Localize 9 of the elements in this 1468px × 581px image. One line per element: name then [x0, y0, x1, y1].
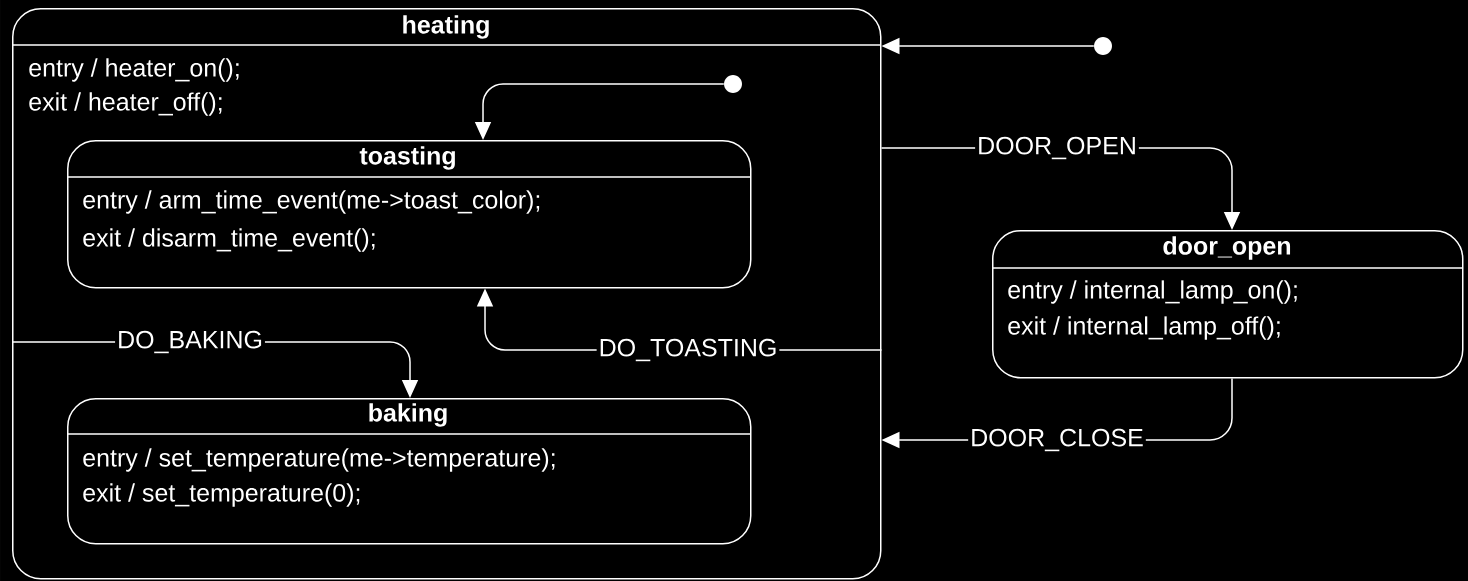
edge-label: DO_BAKING — [115, 328, 265, 356]
initial-dot — [1094, 37, 1112, 55]
initial-dot — [724, 75, 742, 93]
state-box: toasting entry / arm_time_event(me->toast_color); exit / disarm_time_event(); — [66, 140, 752, 289]
state-box: baking entry / set_temperature(me->temperature); exit / set_temperature(0); — [66, 398, 752, 545]
edge-label: DO_TOASTING — [596, 336, 780, 364]
edge-label: DOOR_OPEN — [975, 134, 1139, 162]
edge-label: DOOR_CLOSE — [968, 426, 1146, 454]
state-box: door_open entry / internal_lamp_on(); exit / internal_lamp_off(); — [991, 230, 1464, 379]
